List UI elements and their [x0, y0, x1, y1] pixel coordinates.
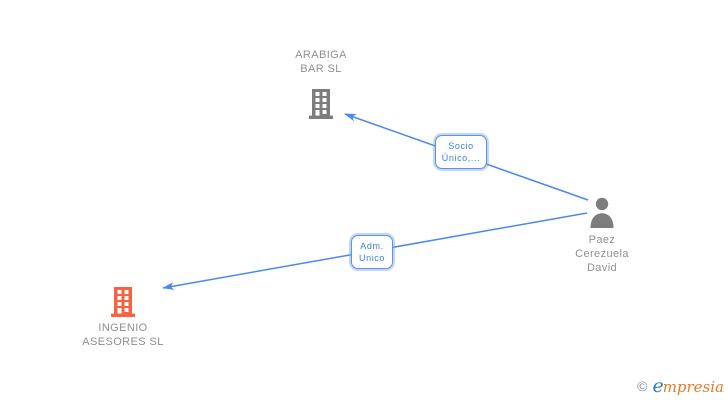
- copyright-icon: ©: [637, 378, 648, 394]
- node-arabiga[interactable]: [307, 89, 335, 124]
- edge-label-adm-unico[interactable]: Adm. Unico: [351, 235, 393, 269]
- person-icon: [590, 197, 614, 228]
- node-ingenio-label[interactable]: INGENIO ASESORES SL: [82, 322, 164, 348]
- brand-name: mpresia: [662, 378, 724, 396]
- edge-label-socio-unico[interactable]: Socio Único,...: [435, 135, 487, 169]
- empresia-watermark: ©empresia: [637, 375, 724, 397]
- building-icon: [111, 287, 135, 317]
- building-icon: [309, 89, 333, 119]
- node-ingenio[interactable]: [109, 287, 137, 322]
- node-paez-label[interactable]: Paez Cerezuela David: [575, 234, 629, 274]
- brand-initial: e: [652, 375, 664, 397]
- node-paez[interactable]: [588, 197, 616, 233]
- node-arabiga-label[interactable]: ARABIGA BAR SL: [295, 49, 347, 75]
